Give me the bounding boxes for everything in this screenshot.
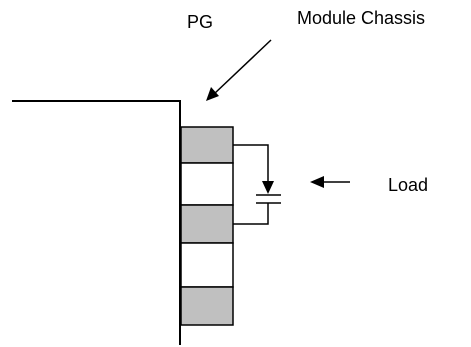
chassis-slot-empty <box>180 162 234 206</box>
load-circuit <box>233 144 281 225</box>
load-wire-top <box>233 144 269 182</box>
pg-label: PG <box>187 12 214 32</box>
chassis-slot-module <box>180 204 234 244</box>
load-arrowhead <box>262 181 274 194</box>
chassis-slot-module <box>180 286 234 326</box>
module-chassis-label: Module Chassis <box>297 8 426 28</box>
load-label: Load <box>388 175 429 195</box>
load-wire-bottom <box>233 203 269 225</box>
module-chassis-pointer-arrow <box>206 39 272 101</box>
chassis-slots <box>180 126 234 326</box>
chassis-slot-module <box>180 126 234 164</box>
chassis-slot-empty <box>180 242 234 288</box>
pg-line <box>12 100 181 345</box>
load-pointer-arrow <box>310 176 350 188</box>
